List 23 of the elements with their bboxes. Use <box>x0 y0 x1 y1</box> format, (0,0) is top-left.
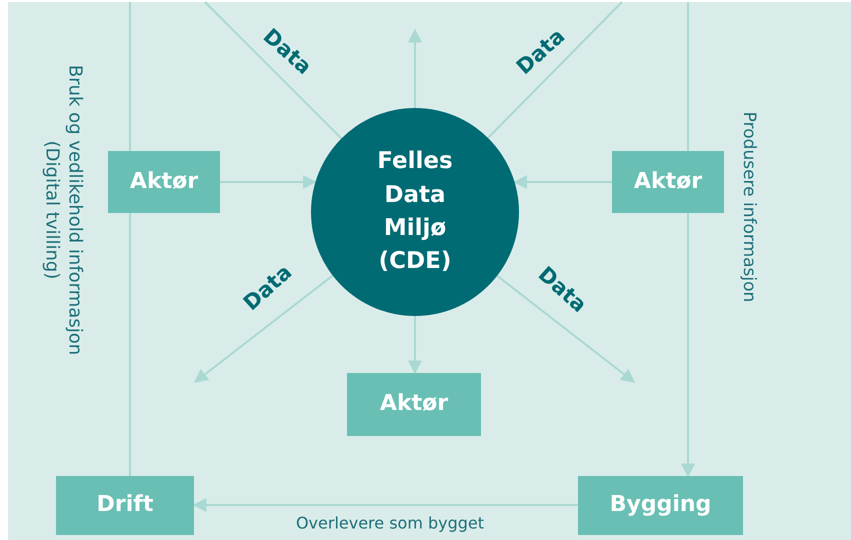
process-box <box>56 476 194 535</box>
process-box <box>108 151 220 213</box>
node-label: Felles Data Miljø (CDE) <box>376 147 454 276</box>
arrow <box>408 28 422 108</box>
connector-line <box>487 1 623 139</box>
node-label: Aktør <box>380 391 448 418</box>
node-label: Bygging <box>610 492 712 519</box>
edge-label: Produsere informasjon <box>738 112 760 302</box>
arrow <box>408 316 422 374</box>
connector-line <box>204 1 342 140</box>
process-box <box>612 151 724 213</box>
arrow <box>496 274 636 383</box>
edge-label: Bruk og vedlikehold informasjon (Digital tvilling) <box>40 64 86 358</box>
edge-label: Overlevere som bygget <box>296 514 484 534</box>
arrow <box>220 175 317 189</box>
arrow <box>194 274 334 383</box>
arrow <box>513 175 612 189</box>
node-label: Aktør <box>130 168 198 196</box>
arrow <box>192 498 578 512</box>
process-box <box>578 476 743 535</box>
node-label: Aktør <box>634 168 702 196</box>
process-box <box>347 373 481 436</box>
node-label: Drift <box>96 492 154 519</box>
